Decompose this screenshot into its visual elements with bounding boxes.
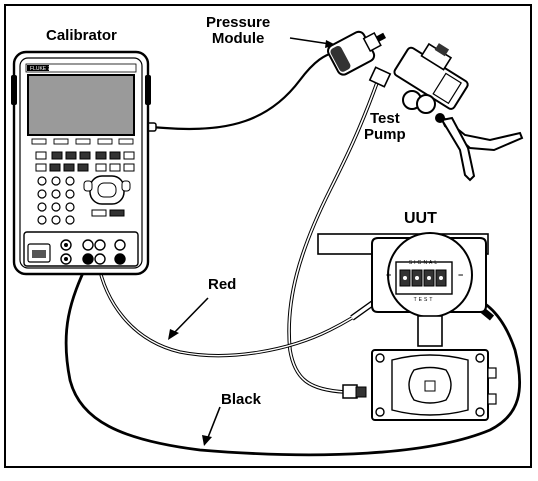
calibrator-label: Calibrator: [46, 27, 117, 44]
pressure-module-device: [326, 30, 387, 76]
calibrator-screen: [27, 74, 135, 136]
hose-fitting: [342, 384, 358, 399]
black-label: Black: [221, 391, 262, 408]
svg-text:−: −: [458, 270, 463, 280]
terminal-signal-text: SIGNAL: [409, 260, 439, 266]
diagram-frame: [4, 4, 532, 468]
black-lead: [64, 261, 522, 457]
pressure-module-arrow: [289, 37, 331, 45]
terminal-test-text: TEST: [414, 297, 435, 303]
calibrator-brand-text: FLUKE 754: [30, 66, 56, 72]
test-pump-label: Test Pump: [364, 110, 406, 143]
uut-transmitter: + −: [317, 232, 497, 421]
pressure-module-cable: [149, 50, 336, 131]
black-arrow: [206, 406, 221, 441]
test-pump-device: [368, 42, 524, 182]
calibrator-device: [11, 50, 151, 276]
red-arrow: [171, 297, 209, 336]
uut-label: UUT: [404, 210, 437, 227]
red-label: Red: [208, 276, 237, 293]
svg-text:+: +: [386, 270, 391, 280]
pressure-module-label: Pressure Module: [206, 14, 271, 47]
